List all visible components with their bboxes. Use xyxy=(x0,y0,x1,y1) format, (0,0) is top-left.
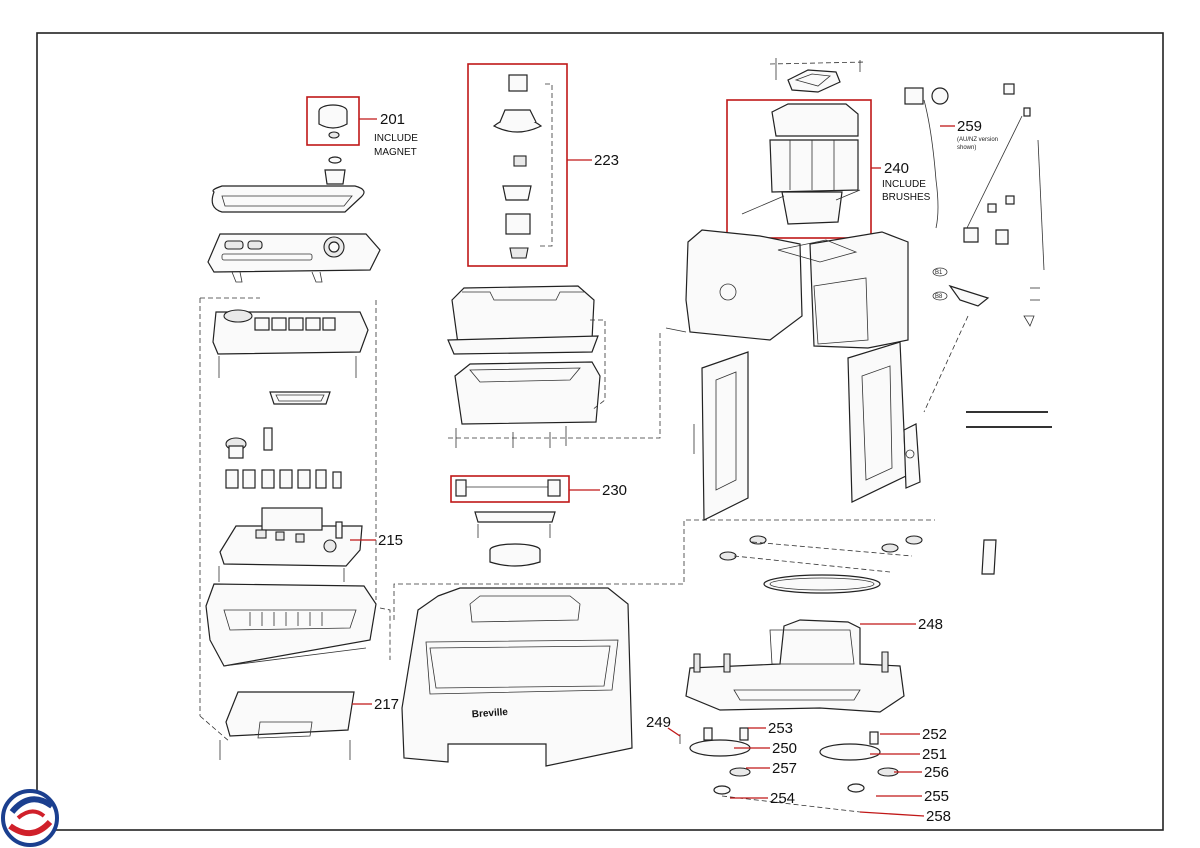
callout-223: 223 xyxy=(594,152,619,169)
callout-number: 230 xyxy=(602,482,627,499)
callout-248: 248 xyxy=(918,616,943,633)
callout-note-line: INCLUDE xyxy=(882,179,926,190)
callout-217: 217 xyxy=(374,696,399,713)
control-gasket xyxy=(211,185,365,213)
callout-number: 257 xyxy=(772,760,797,777)
callout-number: 255 xyxy=(924,788,949,805)
isolation-feet xyxy=(719,535,923,573)
control-knob-group xyxy=(306,96,360,185)
diagram-frame xyxy=(36,32,1164,831)
assembly-guide-center xyxy=(448,319,661,439)
callout-note-line: MAGNET xyxy=(374,147,417,158)
callout-253: 253 xyxy=(768,720,793,737)
base-tray xyxy=(685,619,905,713)
callout-251: 251 xyxy=(922,746,947,763)
callout-259: 259 (AU/NZ version shown) xyxy=(957,118,998,151)
callout-number: 248 xyxy=(918,616,943,633)
corner-logo xyxy=(1,789,59,847)
callout-230: 230 xyxy=(602,482,627,499)
callout-note-line: shown) xyxy=(957,145,976,151)
svg-text:B1: B1 xyxy=(935,270,943,276)
svg-text:B8: B8 xyxy=(935,294,943,300)
coupling-assembly-group xyxy=(467,63,568,267)
callout-250: 250 xyxy=(772,740,797,757)
callout-number: 254 xyxy=(770,790,795,807)
callout-number: 252 xyxy=(922,726,947,743)
callout-number: 253 xyxy=(768,720,793,737)
control-housing xyxy=(205,583,377,667)
callout-number: 258 xyxy=(926,808,951,825)
callout-number: 215 xyxy=(378,532,403,549)
callout-257: 257 xyxy=(772,760,797,777)
callout-number: 256 xyxy=(924,764,949,781)
callout-note-line: BRUSHES xyxy=(882,192,931,203)
marker-b8: B8 xyxy=(932,291,948,301)
button-board xyxy=(212,309,369,378)
callout-note-line: (AU/NZ version xyxy=(957,137,998,143)
assembly-guide-right xyxy=(923,315,969,413)
side-frames xyxy=(693,341,921,521)
callout-254: 254 xyxy=(770,790,795,807)
callout-201: 201 INCLUDE MAGNET xyxy=(374,111,418,158)
callout-number: 251 xyxy=(922,746,947,763)
callout-number: 217 xyxy=(374,696,399,713)
rods xyxy=(966,411,1052,428)
callout-note-line: INCLUDE xyxy=(374,133,418,144)
switch-parts xyxy=(225,427,342,489)
callout-256: 256 xyxy=(924,764,949,781)
marker-b1: B1 xyxy=(932,267,948,277)
assembly-guide-left xyxy=(199,297,260,743)
callout-249: 249 xyxy=(646,714,671,731)
assembly-guide-base xyxy=(393,519,935,620)
drive-group xyxy=(450,475,570,567)
lcd-window xyxy=(269,391,331,405)
callout-leaders xyxy=(350,118,955,817)
blender-base: Breville xyxy=(401,587,633,767)
callout-number: 223 xyxy=(594,152,619,169)
motor-mount xyxy=(665,229,909,349)
callout-255: 255 xyxy=(924,788,949,805)
brand-logo-text: Breville xyxy=(471,707,508,721)
callout-number: 250 xyxy=(772,740,797,757)
callout-number: 259 xyxy=(957,118,982,135)
sleeve-tube xyxy=(981,539,997,575)
cord-clip xyxy=(948,284,990,307)
callout-258: 258 xyxy=(926,808,951,825)
motor-assembly xyxy=(726,99,872,239)
motor-top-parts xyxy=(769,58,867,93)
upper-housing xyxy=(447,285,599,355)
damper-ring xyxy=(763,574,881,594)
callout-215: 215 xyxy=(378,532,403,549)
power-cord xyxy=(904,87,949,229)
callout-number: 240 xyxy=(884,160,909,177)
bottom-plate xyxy=(219,691,355,760)
callout-240: 240 INCLUDE BRUSHES xyxy=(882,160,931,203)
callout-number: 249 xyxy=(646,714,671,731)
control-pcb xyxy=(218,507,363,582)
cord-clamp-parts xyxy=(963,83,1045,327)
callout-number: 201 xyxy=(380,111,405,128)
control-panel xyxy=(207,233,381,283)
callout-252: 252 xyxy=(922,726,947,743)
assembly-guide-left-right xyxy=(375,300,391,660)
inner-housing xyxy=(454,361,601,448)
